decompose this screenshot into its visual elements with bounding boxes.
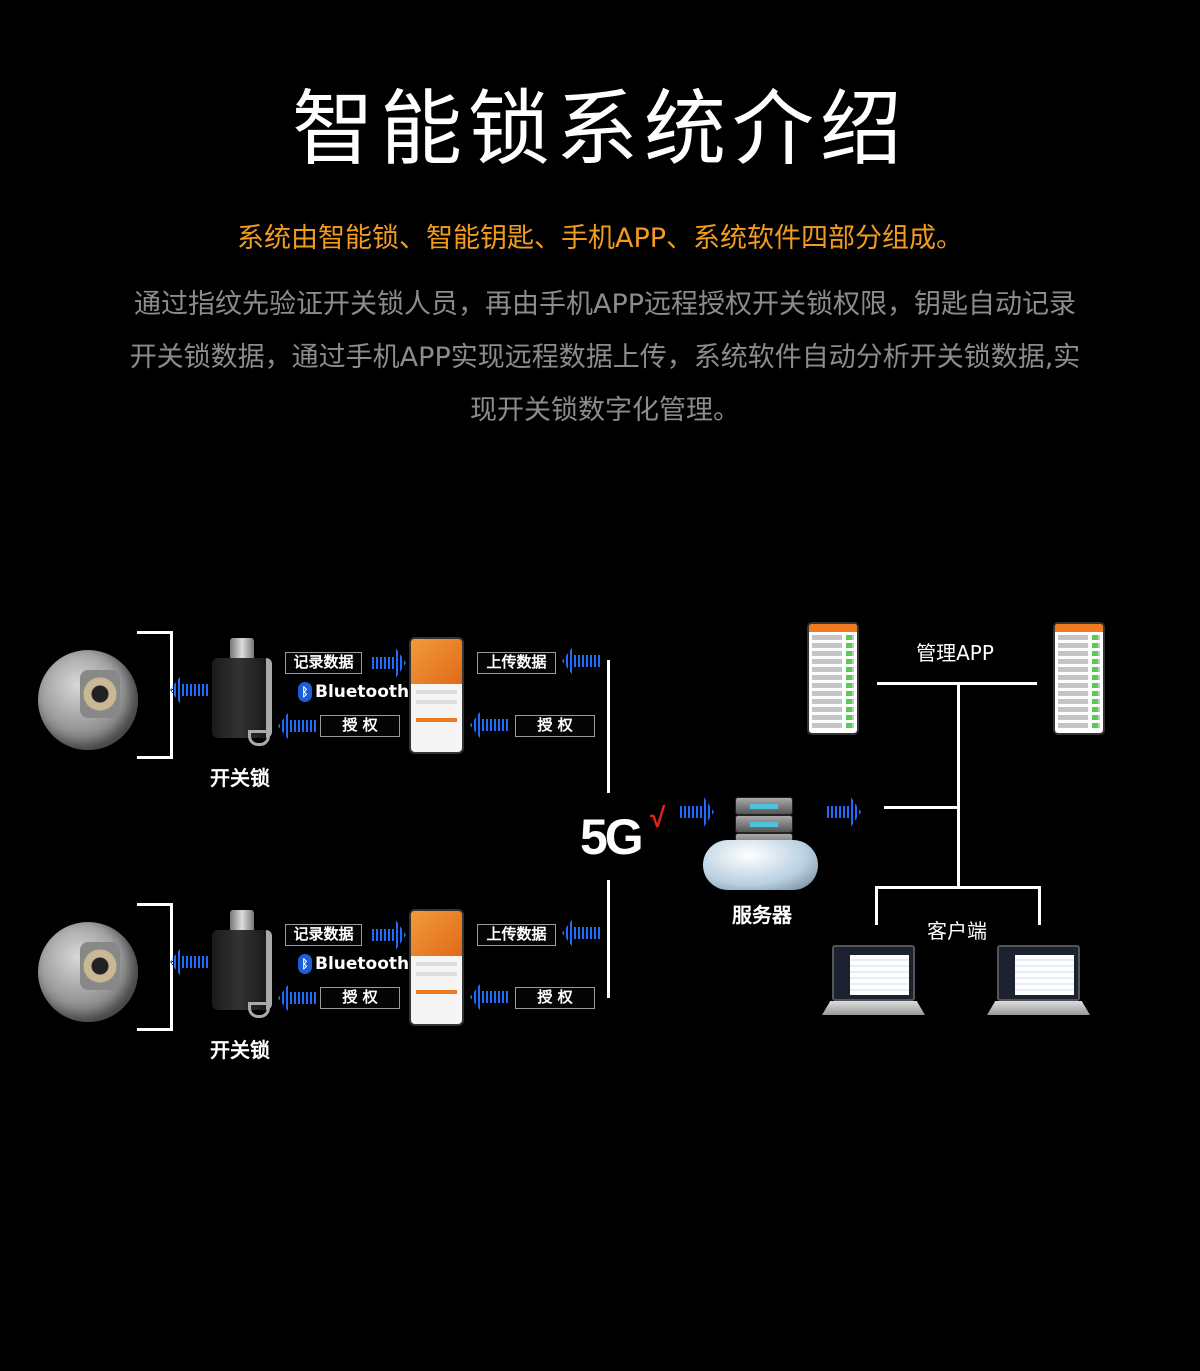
tree-line [1038,886,1041,925]
tree-line [884,806,959,809]
5g-label: 5G [580,809,644,865]
authorize-label: 授 权 [515,715,595,737]
tree-line [875,886,878,925]
upload-data-label: 上传数据 [477,924,556,946]
arrow-right-icon [372,920,406,950]
bluetooth-icon: ᛒ [298,954,312,974]
smart-key-image [212,910,272,1018]
mgmt-phone-image [1053,622,1105,735]
lock-label: 开关锁 [210,1038,270,1062]
authorize-label: 授 权 [320,715,400,737]
knob-lock-image [38,650,138,750]
upload-data-label: 上传数据 [477,652,556,674]
subtitle: 系统由智能锁、智能钥匙、手机APP、系统软件四部分组成。 [236,223,964,254]
description-line: 通过指纹先验证开关锁人员，再由手机APP远程授权开关锁权限，钥匙自动记录 [133,289,1077,320]
bluetooth-icon: ᛒ [298,682,312,702]
connector-line [607,880,610,998]
bracket [137,756,173,759]
server-image [703,795,818,890]
mgmt-app-label: 管理APP [916,641,994,665]
arrow-left-icon [562,918,600,948]
tree-line [875,886,1041,889]
arrow-left-icon [470,982,508,1012]
description-line: 现开关锁数字化管理。 [470,395,740,426]
arrow-left-icon [170,947,208,977]
arrow-left-icon [278,983,316,1013]
bracket [170,903,173,1031]
check-icon: √ [650,802,665,833]
client-label: 客户端 [927,919,987,943]
page-title: 智能锁系统介绍 [291,82,908,177]
lock-label: 开关锁 [210,766,270,790]
5g-logo: 5G√ [580,802,665,866]
mgmt-phone-image [807,622,859,735]
description: 通过指纹先验证开关锁人员，再由手机APP远程授权开关锁权限，钥匙自动记录 开关锁… [70,278,1140,437]
bracket [137,631,173,634]
client-laptop-image [987,945,1090,1017]
smart-key-image [212,638,272,746]
connector-line [607,660,610,793]
phone-app-image [409,909,464,1026]
phone-app-image [409,637,464,754]
client-laptop-image [822,945,925,1017]
bracket [137,903,173,906]
knob-lock-image [38,922,138,1022]
server-label: 服务器 [732,903,792,927]
bluetooth-label: Bluetooth [315,682,410,702]
bracket [170,631,173,759]
authorize-label: 授 权 [320,987,400,1009]
authorize-label: 授 权 [515,987,595,1009]
bracket [137,1028,173,1031]
description-line: 开关锁数据，通过手机APP实现远程数据上传，系统软件自动分析开关锁数据,实 [129,342,1081,373]
bluetooth-label: Bluetooth [315,954,410,974]
record-data-label: 记录数据 [285,924,362,946]
tree-line [957,682,960,889]
record-data-label: 记录数据 [285,652,362,674]
